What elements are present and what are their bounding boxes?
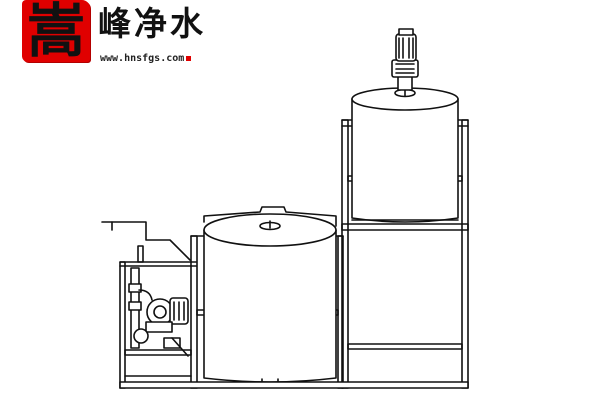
small-tank [203, 206, 337, 386]
website-url: www.hnsfgs.com [100, 53, 192, 65]
dosing-pump [128, 267, 189, 357]
large-tank [351, 87, 459, 223]
url-mark [186, 55, 192, 61]
brand-seal: 嵩 [22, 0, 90, 65]
website-url-text: www.hnsfgs.com [100, 53, 185, 64]
seal-character: 嵩 [26, 0, 85, 65]
brand-logo: 嵩 峰净水 www.hnsfgs.com [0, 0, 250, 80]
brand-name: 峰净水 [98, 4, 206, 43]
base-skid [119, 375, 469, 389]
mixer-motor [391, 28, 419, 91]
